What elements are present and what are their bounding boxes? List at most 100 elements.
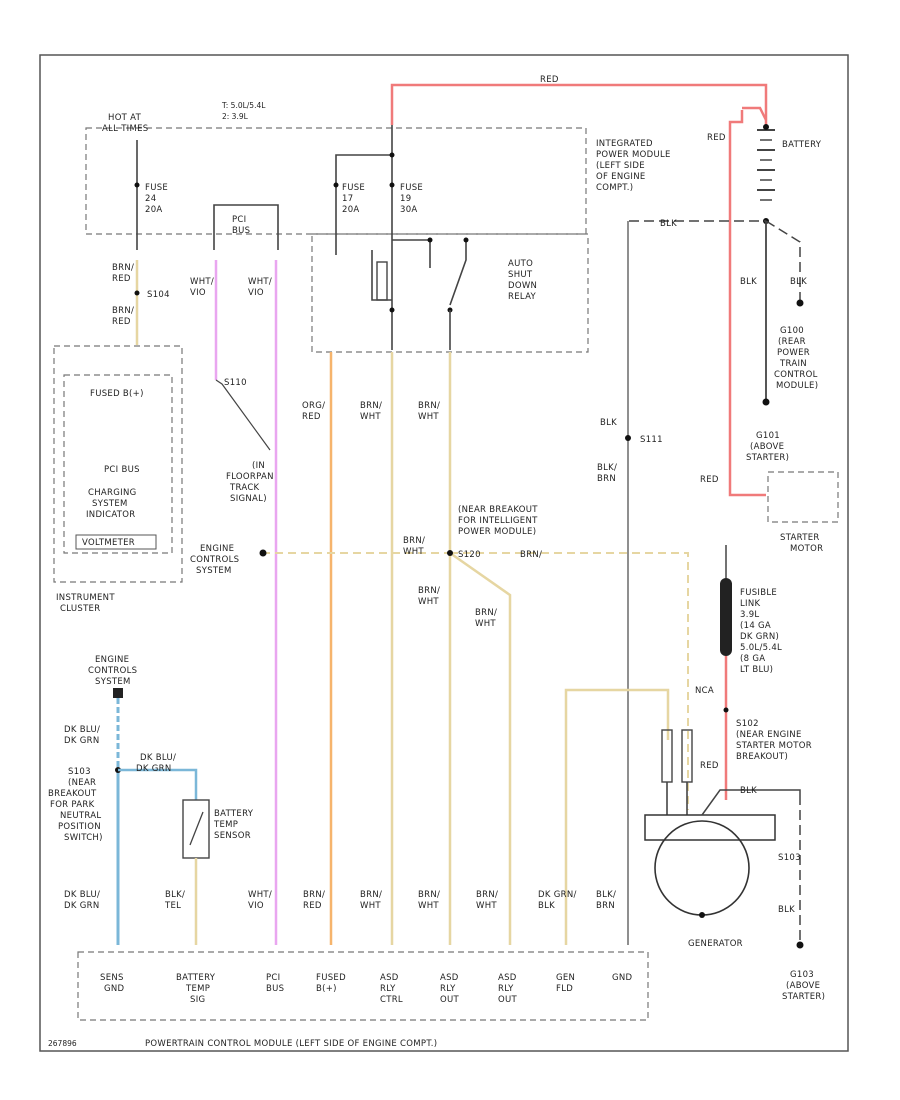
svg-text:S102: S102 <box>736 719 759 729</box>
svg-text:19: 19 <box>400 194 411 204</box>
svg-text:COMPT.): COMPT.) <box>596 183 633 193</box>
svg-text:BLK/: BLK/ <box>596 890 616 900</box>
g101-label: G101 (ABOVE STARTER) <box>746 431 789 463</box>
svg-text:CLUSTER: CLUSTER <box>60 604 100 614</box>
svg-text:ENGINE: ENGINE <box>95 655 129 665</box>
svg-text:FUSED: FUSED <box>316 973 346 983</box>
s111-label: S111 <box>640 435 663 445</box>
svg-text:BRN/: BRN/ <box>360 890 382 900</box>
svg-text:OUT: OUT <box>498 995 518 1005</box>
svg-text:STARTER): STARTER) <box>746 453 789 463</box>
svg-text:(ABOVE: (ABOVE <box>750 442 784 452</box>
svg-text:WHT/: WHT/ <box>190 277 214 287</box>
starter-motor-box <box>767 471 839 523</box>
brn-wht-label-4: BRN/ WHT <box>418 586 440 607</box>
pci-bus-label: PCI BUS <box>104 465 140 475</box>
svg-text:WHT: WHT <box>475 619 496 629</box>
svg-text:FLD: FLD <box>556 984 573 994</box>
svg-text:BREAKOUT): BREAKOUT) <box>736 752 788 762</box>
pci-bus-top-label: PCI BUS <box>232 215 250 236</box>
svg-text:SYSTEM: SYSTEM <box>95 677 131 687</box>
svg-text:SWITCH): SWITCH) <box>64 833 103 843</box>
ecs-top-left-label: ENGINE CONTROLS SYSTEM <box>88 655 137 687</box>
svg-text:TEMP: TEMP <box>185 984 210 994</box>
svg-text:CHARGING: CHARGING <box>88 488 137 498</box>
svg-text:BUS: BUS <box>266 984 284 994</box>
svg-text:DK GRN): DK GRN) <box>740 632 779 642</box>
svg-text:SYSTEM: SYSTEM <box>196 566 232 576</box>
svg-text:TEL: TEL <box>164 901 181 911</box>
svg-text:BLK/: BLK/ <box>165 890 185 900</box>
svg-text:ALL TIMES: ALL TIMES <box>102 124 149 134</box>
svg-text:RED: RED <box>303 901 322 911</box>
nca-label: NCA <box>695 686 714 696</box>
s102-label: S102 (NEAR ENGINE STARTER MOTOR BREAKOUT… <box>736 719 812 762</box>
asd-relay <box>371 237 469 350</box>
svg-text:20A: 20A <box>145 205 163 215</box>
svg-text:BRN/: BRN/ <box>360 401 382 411</box>
svg-text:WHT: WHT <box>476 901 497 911</box>
svg-text:SIG: SIG <box>190 995 205 1005</box>
svg-text:LINK: LINK <box>740 599 761 609</box>
svg-text:GEN: GEN <box>556 973 575 983</box>
bottom-wire-labels: DK BLU/ DK GRN BLK/ TEL WHT/ VIO BRN/ RE… <box>64 890 616 911</box>
breakout-ipm-label: (NEAR BREAKOUT FOR INTELLIGENT POWER MOD… <box>458 505 538 537</box>
svg-text:LT BLU): LT BLU) <box>740 665 773 675</box>
pcm-pins: SENS GND BATTERY TEMP SIG PCI BUS FUSED … <box>100 973 633 1005</box>
diagram-frame <box>39 54 849 1052</box>
svg-text:SIGNAL): SIGNAL) <box>230 494 267 504</box>
svg-text:G100: G100 <box>780 326 804 336</box>
blk-label-top: BLK <box>660 219 677 229</box>
svg-text:SYSTEM: SYSTEM <box>92 499 128 509</box>
svg-text:CONTROLS: CONTROLS <box>88 666 137 676</box>
svg-text:BATTERY: BATTERY <box>214 809 254 819</box>
dk-blu-dk-grn-label-2: DK BLU/ DK GRN <box>136 753 176 774</box>
svg-text:RED: RED <box>302 412 321 422</box>
wht-vio-label-2: WHT/ VIO <box>248 277 272 298</box>
wht-vio-label-1: WHT/ VIO <box>190 277 214 298</box>
svg-text:CONTROL: CONTROL <box>774 370 818 380</box>
svg-text:FOR INTELLIGENT: FOR INTELLIGENT <box>458 516 538 526</box>
svg-text:AUTO: AUTO <box>508 259 533 269</box>
svg-text:RED: RED <box>112 274 131 284</box>
pcm-title: POWERTRAIN CONTROL MODULE (LEFT SIDE OF … <box>145 1039 437 1049</box>
svg-text:DOWN: DOWN <box>508 281 537 291</box>
svg-text:DK GRN: DK GRN <box>136 764 171 774</box>
svg-text:FUSE: FUSE <box>400 183 423 193</box>
svg-text:FLOORPAN: FLOORPAN <box>226 472 274 482</box>
svg-text:ASD: ASD <box>440 973 459 983</box>
generator-label: GENERATOR <box>688 939 743 949</box>
svg-text:G103: G103 <box>790 970 814 980</box>
blk-label-right-2: BLK <box>790 277 807 287</box>
svg-text:(NEAR BREAKOUT: (NEAR BREAKOUT <box>458 505 538 515</box>
svg-text:BRN/: BRN/ <box>112 306 134 316</box>
blk-label-bottom: BLK <box>778 905 795 915</box>
s120-label: S120 <box>458 550 481 560</box>
red-battery-wire <box>390 83 768 128</box>
svg-text:S103: S103 <box>68 767 91 777</box>
asd-relay-label: AUTO SHUT DOWN RELAY <box>508 259 537 302</box>
svg-text:WHT: WHT <box>403 547 424 557</box>
svg-text:POSITION: POSITION <box>58 822 101 832</box>
svg-text:BRN/: BRN/ <box>418 890 440 900</box>
svg-text:WHT: WHT <box>418 597 439 607</box>
svg-text:GND: GND <box>612 973 633 983</box>
fuse-notes: T: 5.0L/5.4L 2: 3.9L <box>221 101 266 121</box>
svg-text:WHT: WHT <box>418 901 439 911</box>
svg-text:SHUT: SHUT <box>508 270 533 280</box>
svg-text:BRN/: BRN/ <box>303 890 325 900</box>
svg-text:VIO: VIO <box>248 901 264 911</box>
svg-text:STARTER): STARTER) <box>782 992 825 1002</box>
svg-text:20A: 20A <box>342 205 360 215</box>
dk-blu-dk-grn-label-1: DK BLU/ DK GRN <box>64 725 100 746</box>
svg-text:FUSE: FUSE <box>342 183 365 193</box>
org-red-label: ORG/ RED <box>302 401 325 422</box>
brn-wht-label-1: BRN/ WHT <box>360 401 382 422</box>
svg-text:2: 3.9L: 2: 3.9L <box>222 112 249 121</box>
s104-label: S104 <box>147 290 170 300</box>
svg-text:(14 GA: (14 GA <box>740 621 771 631</box>
blk-brn-label-center: BLK/ BRN <box>597 463 617 484</box>
svg-text:FUSE: FUSE <box>145 183 168 193</box>
svg-text:TEMP: TEMP <box>213 820 238 830</box>
